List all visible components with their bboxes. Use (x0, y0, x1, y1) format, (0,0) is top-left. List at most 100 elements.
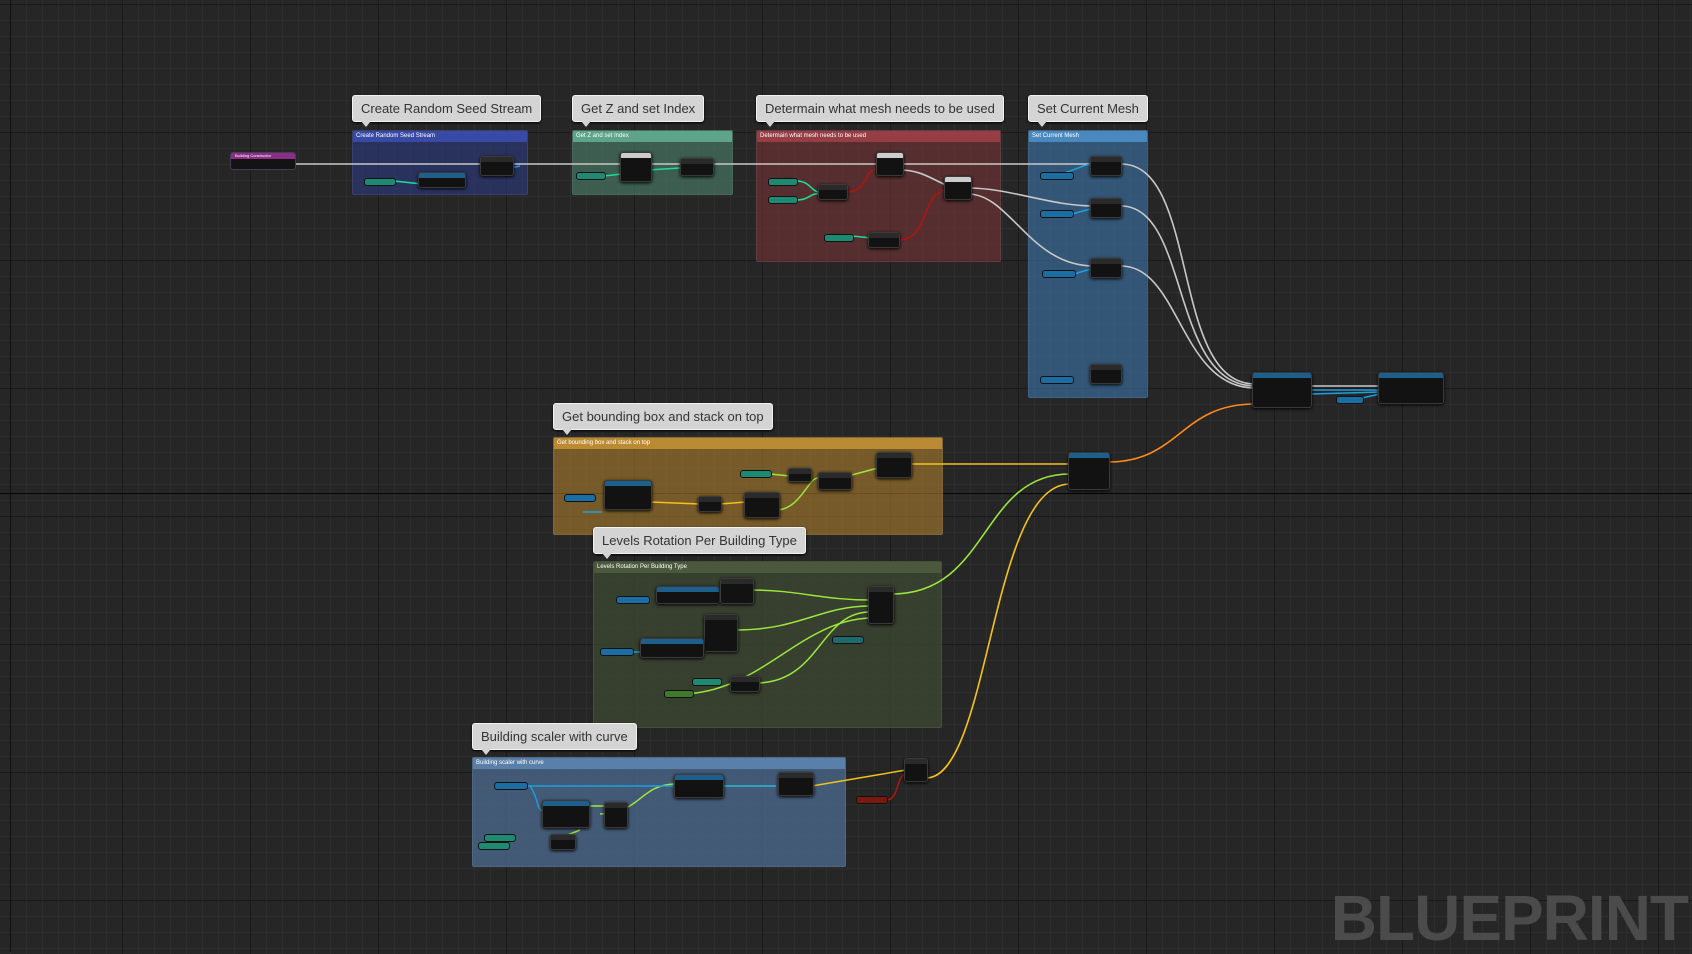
variable-node[interactable] (364, 178, 396, 186)
variable-node[interactable] (1040, 172, 1074, 180)
vector-wire (811, 769, 907, 787)
comment-header: Create Random Seed Stream (353, 131, 527, 142)
blueprint-node[interactable] (1068, 452, 1110, 490)
variable-node[interactable] (740, 470, 772, 478)
blueprint-node[interactable] (620, 152, 652, 182)
blueprint-node[interactable] (1090, 364, 1122, 384)
event-node-title: Building Constructor (231, 153, 295, 159)
variable-node[interactable] (564, 494, 596, 502)
bool-wire (885, 773, 907, 801)
blueprint-node[interactable] (418, 172, 466, 188)
blueprint-node[interactable] (1090, 156, 1122, 176)
float-wire (891, 473, 1071, 595)
variable-node[interactable] (692, 678, 722, 686)
comment-header: Levels Rotation Per Building Type (594, 562, 941, 573)
float-wire (679, 617, 871, 695)
blueprint-node[interactable] (744, 492, 780, 518)
blueprint-node[interactable] (1090, 198, 1122, 218)
variable-node[interactable] (664, 690, 694, 698)
variable-node[interactable] (576, 172, 606, 180)
variable-node[interactable] (832, 636, 864, 644)
comment-header: Building scaler with curve (473, 758, 845, 769)
float-wire (735, 605, 871, 631)
variable-node[interactable] (600, 648, 634, 656)
int-wire (795, 193, 819, 201)
comment-header: Get Z and set Index (573, 131, 732, 142)
blueprint-node[interactable] (868, 586, 894, 624)
comment-header: Determain what mesh needs to be used (757, 131, 1000, 142)
exec-wire (899, 169, 949, 187)
variable-node[interactable] (768, 178, 798, 186)
blueprint-node[interactable] (720, 578, 754, 604)
exec-wire (1120, 265, 1256, 389)
exec-wire (1120, 163, 1256, 385)
variable-node[interactable] (484, 834, 516, 842)
variable-node[interactable] (478, 842, 510, 850)
comment-bubble-seed[interactable]: Create Random Seed Stream (352, 95, 542, 127)
float-wire (755, 611, 871, 684)
vector-wire (925, 483, 1071, 779)
blueprint-node[interactable] (1378, 372, 1444, 404)
int-wire (603, 173, 623, 177)
exec-wire (967, 187, 1095, 207)
blueprint-node[interactable] (868, 232, 900, 248)
blueprint-node[interactable] (704, 614, 738, 652)
comment-bubble-index[interactable]: Get Z and set Index (572, 95, 705, 127)
exec-wire (967, 193, 1095, 267)
comment-bubble-scaler[interactable]: Building scaler with curve (472, 723, 637, 755)
variable-node[interactable] (494, 782, 528, 790)
exec-wire (1120, 205, 1256, 387)
float-wire (775, 477, 819, 511)
blueprint-node[interactable] (604, 480, 652, 510)
blueprint-node[interactable] (656, 586, 720, 604)
float-wire (847, 467, 879, 477)
blueprint-node[interactable] (480, 156, 514, 176)
blueprint-node[interactable] (944, 176, 972, 200)
int-wire (647, 167, 681, 171)
variable-node[interactable] (1042, 270, 1076, 278)
blueprint-node[interactable] (778, 772, 814, 796)
variable-node[interactable] (768, 196, 798, 204)
comment-header: Set Current Mesh (1029, 131, 1147, 142)
object-wire (1361, 393, 1381, 399)
blueprint-node[interactable] (818, 472, 852, 490)
object-wire (1310, 391, 1381, 395)
bool-wire (897, 189, 947, 241)
int-wire (795, 180, 819, 193)
blueprint-node[interactable] (788, 468, 812, 482)
blueprint-node[interactable] (876, 152, 904, 176)
blueprint-node[interactable] (818, 184, 848, 200)
blueprint-node[interactable] (680, 158, 714, 176)
blueprint-node[interactable] (550, 834, 576, 850)
comment-header: Get bounding box and stack on top (554, 438, 942, 449)
bool-wire (845, 167, 879, 193)
blueprint-node[interactable] (604, 802, 628, 828)
event-node[interactable]: Building Constructor (230, 152, 296, 170)
blueprint-node[interactable] (542, 800, 590, 828)
variable-node[interactable] (1040, 210, 1074, 218)
blueprint-node[interactable] (674, 774, 724, 798)
blueprint-node[interactable] (698, 496, 722, 512)
vector-wire (719, 501, 747, 505)
variable-node[interactable] (616, 596, 650, 604)
comment-bubble-mesh[interactable]: Determain what mesh needs to be used (756, 95, 1004, 127)
blueprint-node[interactable] (1090, 258, 1122, 278)
int-wire (393, 180, 423, 185)
comment-bubble-rotation[interactable]: Levels Rotation Per Building Type (593, 527, 806, 559)
blueprint-watermark: BLUEPRINT (1330, 882, 1689, 954)
variable-node[interactable] (824, 234, 854, 242)
variable-node[interactable] (856, 796, 888, 804)
variable-node[interactable] (1040, 376, 1074, 384)
blueprint-node[interactable] (876, 452, 912, 478)
comment-bubble-bounds[interactable]: Get bounding box and stack on top (553, 403, 773, 435)
float-wire (749, 589, 871, 601)
blueprint-node[interactable] (730, 676, 760, 692)
comment-bubble-current[interactable]: Set Current Mesh (1028, 95, 1148, 127)
struct-wire (1107, 403, 1256, 463)
vector-wire (649, 501, 701, 505)
variable-node[interactable] (1336, 396, 1364, 404)
blueprint-node[interactable] (904, 758, 928, 782)
blueprint-node[interactable] (1252, 372, 1312, 408)
blueprint-node[interactable] (640, 638, 704, 658)
